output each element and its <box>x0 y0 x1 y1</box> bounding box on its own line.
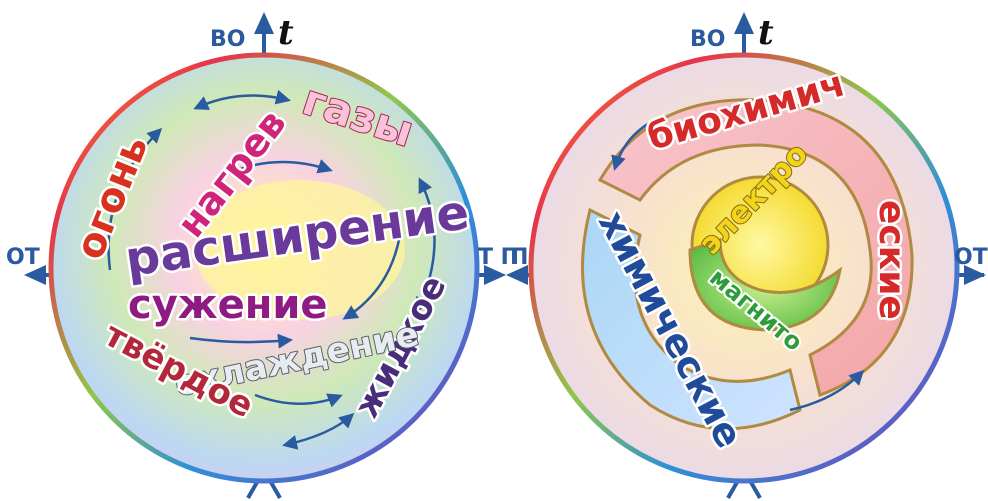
left-flow-arrows <box>107 89 436 450</box>
left-axis-right-label: Т П <box>478 245 519 270</box>
left-ring <box>48 52 480 484</box>
right-axis-left-label: П <box>510 245 528 270</box>
spiral-outer-red <box>597 98 914 397</box>
right-ring <box>528 52 960 484</box>
right-axis-up-label: ВО <box>690 27 725 52</box>
core-green <box>688 237 843 332</box>
right-axis-right-label: ОТ <box>954 245 988 270</box>
right-diagram: ВО t П ОТ биохимич еские химические элек… <box>506 12 988 499</box>
left-diagram: ВО t ОТ Т П огонь нагрев газы расширение… <box>6 12 519 499</box>
left-axis-up-label: ВО <box>210 27 245 52</box>
left-axis-left-label: ОТ <box>6 245 40 270</box>
left-yellow-glow <box>195 180 405 320</box>
word-contraction: сужение <box>128 282 328 328</box>
word-biochemical-tail: еские <box>871 200 912 320</box>
left-axis-t-label: t <box>278 13 294 53</box>
spiral-outer-blue <box>581 207 802 431</box>
right-axis-t-label: t <box>758 13 774 53</box>
right-flow-arrows <box>611 118 865 412</box>
